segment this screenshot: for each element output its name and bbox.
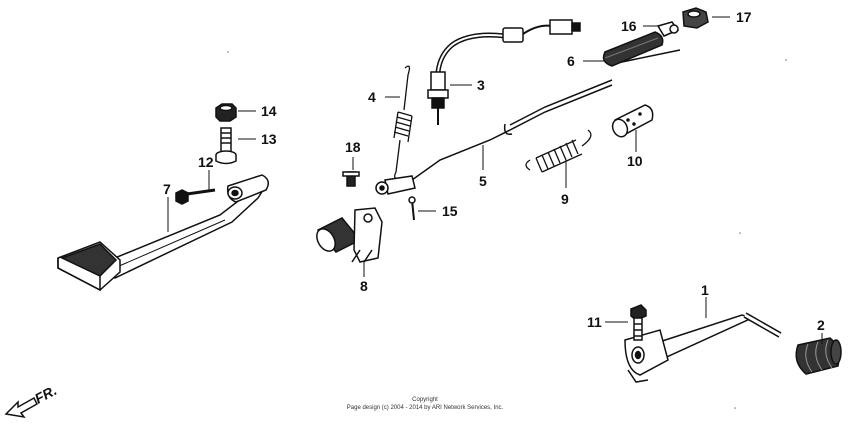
callout-17: 17	[736, 9, 752, 25]
stop-switch-part[interactable]	[427, 19, 581, 125]
callout-3: 3	[477, 77, 485, 93]
spring-4-part[interactable]	[393, 65, 413, 180]
pin-15-part[interactable]	[408, 196, 416, 221]
callout-1: 1	[701, 282, 709, 298]
callout-8: 8	[360, 278, 368, 294]
callout-9: 9	[561, 191, 569, 207]
callout-14: 14	[261, 103, 277, 119]
callout-6: 6	[567, 53, 575, 69]
callout-13: 13	[261, 131, 277, 147]
bolt-13-part[interactable]	[215, 127, 237, 165]
nut-17-part[interactable]	[682, 7, 709, 29]
callout-18: 18	[345, 139, 361, 155]
callout-10: 10	[627, 153, 643, 169]
arm-8-part[interactable]	[313, 207, 383, 263]
callout-15: 15	[442, 203, 458, 219]
brake-pedal-part[interactable]	[57, 174, 270, 292]
rod-6-part[interactable]	[602, 31, 681, 67]
pedal-bolt-part[interactable]	[175, 188, 216, 205]
front-direction-arrow-icon	[4, 396, 38, 419]
scan-dots	[227, 51, 787, 409]
callout-16: 16	[621, 18, 637, 34]
copyright-line-2: Page design (c) 2004 - 2014 by ARI Netwo…	[346, 405, 504, 411]
joint-16-part[interactable]	[656, 21, 680, 37]
callout-7: 7	[163, 181, 171, 197]
rubber-grip-part[interactable]	[795, 337, 842, 375]
shift-lever-part[interactable]	[624, 312, 782, 383]
callout-2: 2	[817, 317, 825, 333]
bolt-11-part[interactable]	[630, 304, 647, 341]
nut-14-part[interactable]	[215, 103, 237, 122]
callout-12: 12	[198, 154, 214, 170]
callout-4: 4	[368, 89, 376, 105]
bolt-18-part[interactable]	[342, 171, 360, 187]
sleeve-10-part[interactable]	[610, 104, 654, 139]
copyright-line-1: Copyright	[412, 397, 438, 403]
leader-lines	[167, 16, 823, 344]
callout-5: 5	[479, 173, 487, 189]
brake-rod-part[interactable]	[375, 79, 613, 195]
spring-9-part[interactable]	[525, 129, 592, 173]
callout-11: 11	[587, 314, 602, 330]
